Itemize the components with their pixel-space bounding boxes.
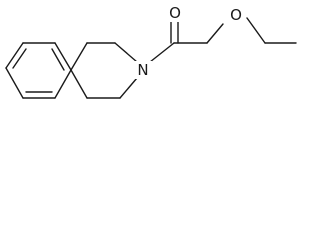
ethoxyacetyl-chain <box>149 17 297 63</box>
bond-ring-6 <box>5 67 24 99</box>
double-bond-inner-1 <box>12 48 27 69</box>
tetrahydro-ring <box>70 42 138 99</box>
benzene-ring <box>5 42 72 99</box>
nitrogen-label: N <box>137 61 148 79</box>
bond-ch2-oxygen <box>206 23 224 44</box>
bond-ring-1 <box>5 42 24 69</box>
bond-oxygen-ch2 <box>246 17 266 44</box>
structure-diagram: N O O <box>5 4 297 99</box>
bond-ring-4 <box>54 69 72 99</box>
bond-ring-3 <box>54 42 72 71</box>
double-bond-inner-3 <box>51 48 65 71</box>
atom-labels: N O O <box>134 4 245 79</box>
bond-n-ch2-bottom <box>119 77 138 99</box>
bond-n-carbonyl <box>149 42 175 63</box>
carbonyl-oxygen-label: O <box>169 4 181 22</box>
bond-ch2-bottom-b <box>70 69 88 99</box>
bond-n-ch2-top <box>114 42 138 63</box>
ether-oxygen-label: O <box>230 6 242 24</box>
bond-ch2-top-a <box>70 42 88 71</box>
